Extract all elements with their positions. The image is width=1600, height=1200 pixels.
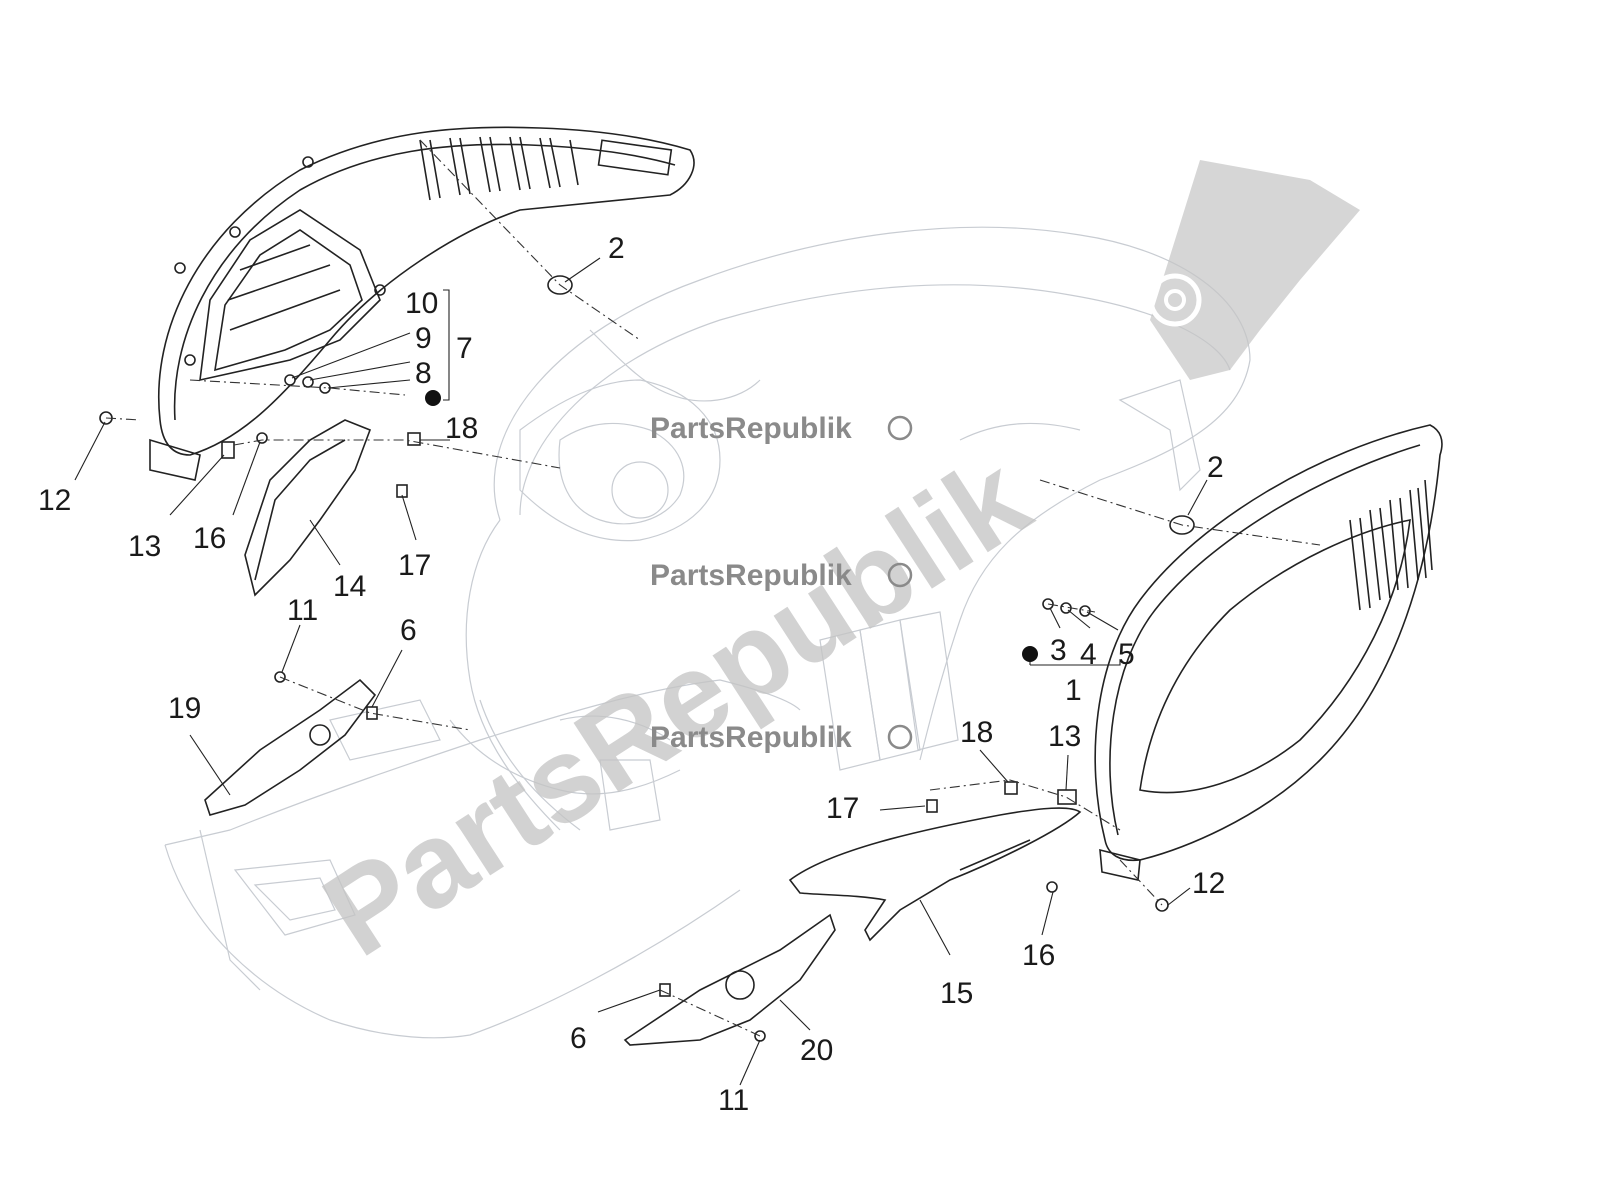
clip-13a bbox=[221, 441, 235, 459]
watermark-flag-shape bbox=[1150, 160, 1360, 380]
watermark-small-1: PartsRepublik bbox=[650, 412, 913, 445]
nut-6a bbox=[366, 706, 378, 720]
callout-6: 6 bbox=[400, 614, 417, 647]
assembly-lines bbox=[105, 139, 1321, 1037]
callout-brackets bbox=[425, 289, 1121, 666]
dot-marker bbox=[425, 390, 441, 406]
watermark-big-text: PartsRepublik bbox=[301, 430, 1051, 982]
callout-20: 20 bbox=[800, 1034, 833, 1067]
part-14-bracket bbox=[244, 419, 372, 597]
callout-6: 6 bbox=[570, 1022, 587, 1055]
callout-14: 14 bbox=[333, 570, 366, 603]
gear-icon bbox=[887, 562, 913, 588]
callout-18: 18 bbox=[960, 716, 993, 749]
callout-7: 7 bbox=[456, 332, 473, 365]
callout-9: 9 bbox=[415, 322, 432, 355]
callout-2: 2 bbox=[608, 232, 625, 265]
part-20-trim bbox=[623, 913, 836, 1046]
callout-2: 2 bbox=[1207, 451, 1224, 484]
gear-icon bbox=[887, 415, 913, 441]
callout-16: 16 bbox=[193, 522, 226, 555]
watermark-text: PartsRepublik bbox=[650, 559, 852, 592]
callout-1: 1 bbox=[1065, 674, 1082, 707]
nut-17a bbox=[396, 484, 408, 498]
callout-11: 11 bbox=[718, 1084, 749, 1117]
callout-4: 4 bbox=[1080, 638, 1097, 671]
nut-17b bbox=[926, 799, 938, 813]
callout-18: 18 bbox=[445, 412, 478, 445]
clip-18b bbox=[1004, 781, 1018, 795]
dot-marker bbox=[1022, 646, 1038, 662]
washer-10 bbox=[284, 374, 296, 386]
screw-16a bbox=[256, 432, 268, 444]
left-side-panel bbox=[149, 126, 695, 481]
screw-11b bbox=[754, 1030, 766, 1042]
callout-13: 13 bbox=[128, 530, 161, 563]
callout-12: 12 bbox=[1192, 867, 1225, 900]
clip-18a bbox=[407, 432, 421, 446]
scooter-body-outline bbox=[164, 226, 1251, 1039]
watermark-small-2: PartsRepublik bbox=[650, 559, 913, 592]
callout-17: 17 bbox=[826, 792, 859, 825]
callout-17: 17 bbox=[398, 549, 431, 582]
callout-15: 15 bbox=[940, 977, 973, 1010]
callout-3: 3 bbox=[1050, 634, 1067, 667]
right-side-panel bbox=[1094, 424, 1443, 881]
gear-icon bbox=[887, 724, 913, 750]
washer-9 bbox=[302, 376, 314, 388]
callout-11: 11 bbox=[287, 594, 318, 627]
callout-12: 12 bbox=[38, 484, 71, 517]
callout-5: 5 bbox=[1118, 638, 1135, 671]
watermark-small-3: PartsRepublik bbox=[650, 721, 913, 754]
watermark-text: PartsRepublik bbox=[650, 412, 852, 445]
part-15-cover bbox=[788, 807, 1082, 942]
watermark-text: PartsRepublik bbox=[650, 721, 852, 754]
gear-icon bbox=[1148, 273, 1202, 327]
callout-16: 16 bbox=[1022, 939, 1055, 972]
callout-10: 10 bbox=[405, 287, 438, 320]
part-19-trim bbox=[204, 678, 377, 816]
callout-13: 13 bbox=[1048, 720, 1081, 753]
screw-16b bbox=[1046, 881, 1058, 893]
callout-8: 8 bbox=[415, 357, 432, 390]
callout-19: 19 bbox=[168, 692, 201, 725]
leader-lines bbox=[74, 257, 1208, 1086]
callout-labels: 2 2 10 9 8 7 12 13 16 18 17 14 11 6 19 3… bbox=[38, 232, 1225, 1117]
